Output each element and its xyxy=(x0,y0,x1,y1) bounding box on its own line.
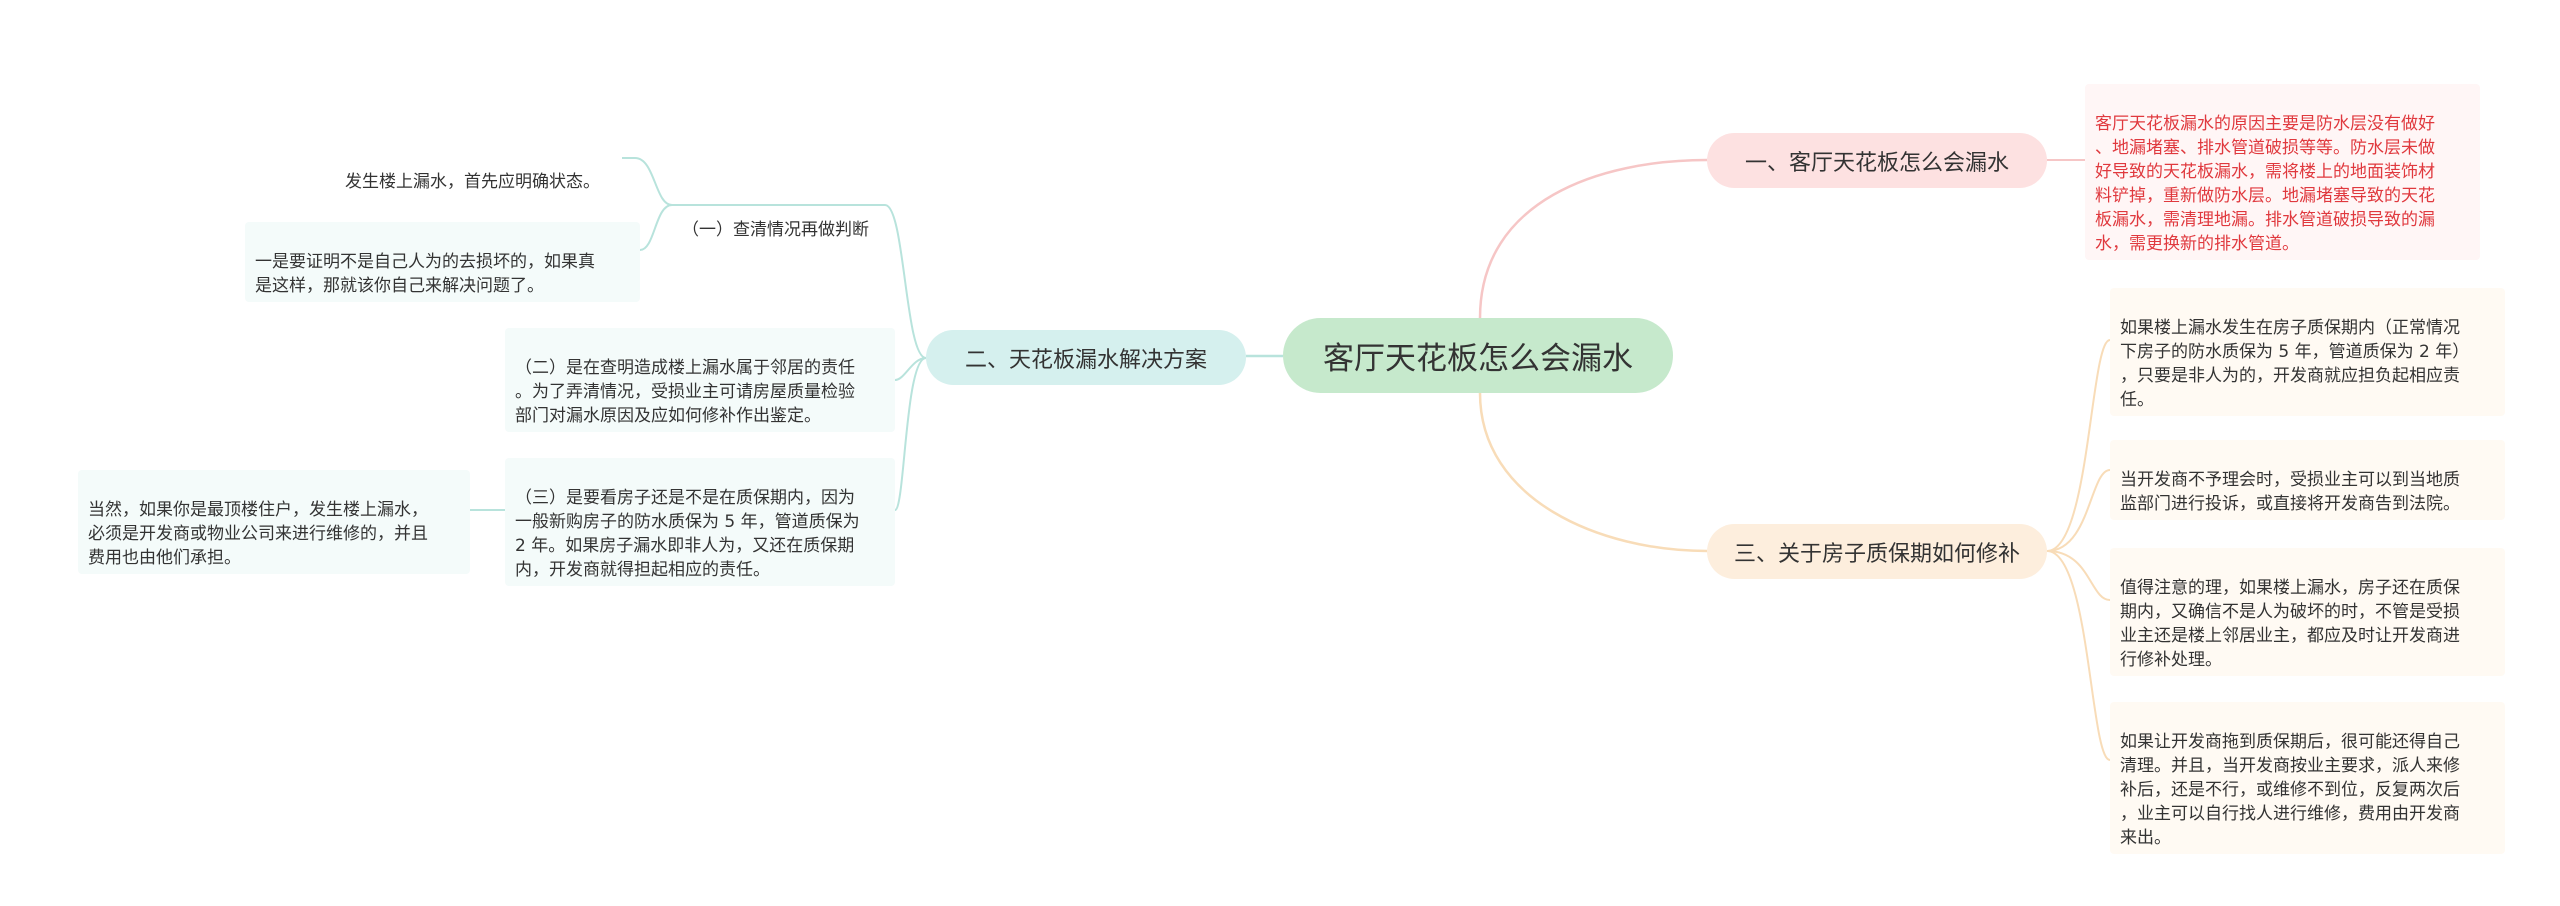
sub1-item-2[interactable]: 一是要证明不是自己人为的去损坏的，如果真 是这样，那就该你自己来解决问题了。 xyxy=(245,222,640,302)
branch-three-item-4[interactable]: 如果让开发商拖到质保期后，很可能还得自己 清理。并且，当开发商按业主要求，派人来… xyxy=(2110,702,2505,854)
branch-three-item-1[interactable]: 如果楼上漏水发生在房子质保期内（正常情况 下房子的防水质保为 5 年，管道质保为… xyxy=(2110,288,2505,416)
branch-three-item-1-text: 如果楼上漏水发生在房子质保期内（正常情况 下房子的防水质保为 5 年，管道质保为… xyxy=(2120,318,2470,410)
branch-two-node[interactable]: 二、天花板漏水解决方案 xyxy=(926,330,1246,385)
branch-three-label: 三、关于房子质保期如何修补 xyxy=(1733,541,2020,567)
link-branch-three-item1 xyxy=(2046,339,2111,552)
link-branch-two-sub1 xyxy=(672,204,927,359)
link-branch-three-item4 xyxy=(2046,550,2111,761)
branch-three-item-2-text: 当开发商不予理会时，受损业主可以到当地质 监部门进行投诉，或直接将开发商告到法院… xyxy=(2120,470,2460,514)
sub3-item-1[interactable]: 当然，如果你是最顶楼住户，发生楼上漏水， 必须是开发商或物业公司来进行维修的，并… xyxy=(78,470,470,574)
branch-three-item-3-text: 值得注意的理，如果楼上漏水，房子还在质保 期内，又确信不是人为破坏的时，不管是受… xyxy=(2120,578,2460,670)
link-root-branch-three xyxy=(1478,392,1708,553)
branch-one-label: 一、客厅天花板怎么会漏水 xyxy=(1744,150,2009,176)
branch-two-sub1-label: （一）查清情况再做判断 xyxy=(682,220,869,240)
branch-two-sub2[interactable]: （二）是在查明造成楼上漏水属于邻居的责任 。为了弄清情况，受损业主可请房屋质量检… xyxy=(505,328,895,432)
link-branch-two-sub3 xyxy=(894,357,927,511)
branch-three-item-4-text: 如果让开发商拖到质保期后，很可能还得自己 清理。并且，当开发商按业主要求，派人来… xyxy=(2120,732,2460,848)
sub1-item-1-text: 发生楼上漏水，首先应明确状态。 xyxy=(345,172,600,192)
branch-one-node[interactable]: 一、客厅天花板怎么会漏水 xyxy=(1707,133,2047,188)
sub1-item-2-text: 一是要证明不是自己人为的去损坏的，如果真 是这样，那就该你自己来解决问题了。 xyxy=(255,252,595,296)
branch-two-sub3-text: （三）是要看房子还是不是在质保期内，因为 一般新购房子的防水质保为 5 年，管道… xyxy=(515,488,860,580)
root-label: 客厅天花板怎么会漏水 xyxy=(1323,341,1633,377)
root-node[interactable]: 客厅天花板怎么会漏水 xyxy=(1283,318,1673,393)
link-sub1-item1 xyxy=(622,157,673,206)
sub1-item-1[interactable]: 发生楼上漏水，首先应明确状态。 xyxy=(335,142,625,198)
link-branch-three-item2 xyxy=(2046,469,2111,552)
branch-two-label: 二、天花板漏水解决方案 xyxy=(964,347,1207,373)
branch-one-detail-text: 客厅天花板漏水的原因主要是防水层没有做好 、地漏堵塞、排水管道破损等等。防水层未… xyxy=(2095,114,2435,254)
branch-three-node[interactable]: 三、关于房子质保期如何修补 xyxy=(1707,524,2047,579)
link-branch-three-item3 xyxy=(2046,550,2111,601)
sub3-item-1-text: 当然，如果你是最顶楼住户，发生楼上漏水， 必须是开发商或物业公司来进行维修的，并… xyxy=(88,500,428,568)
branch-one-detail[interactable]: 客厅天花板漏水的原因主要是防水层没有做好 、地漏堵塞、排水管道破损等等。防水层未… xyxy=(2085,84,2480,260)
link-sub1-item2 xyxy=(639,204,673,251)
link-root-branch-one xyxy=(1478,158,1708,319)
branch-three-item-2[interactable]: 当开发商不予理会时，受损业主可以到当地质 监部门进行投诉，或直接将开发商告到法院… xyxy=(2110,440,2505,520)
branch-two-sub1[interactable]: （一）查清情况再做判断 xyxy=(672,190,902,246)
branch-two-sub2-text: （二）是在查明造成楼上漏水属于邻居的责任 。为了弄清情况，受损业主可请房屋质量检… xyxy=(515,358,855,426)
branch-three-item-3[interactable]: 值得注意的理，如果楼上漏水，房子还在质保 期内，又确信不是人为破坏的时，不管是受… xyxy=(2110,548,2505,676)
branch-two-sub3[interactable]: （三）是要看房子还是不是在质保期内，因为 一般新购房子的防水质保为 5 年，管道… xyxy=(505,458,895,586)
